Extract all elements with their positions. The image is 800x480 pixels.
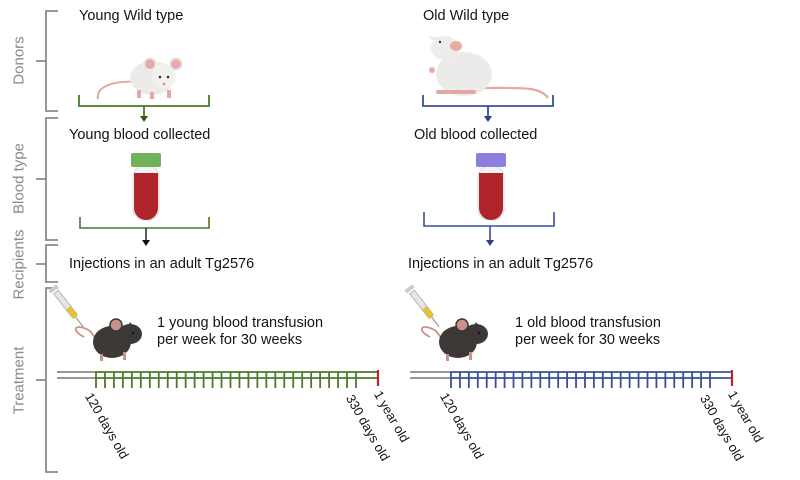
old-donor-bracket: [422, 95, 554, 117]
white-mouse-icon: [96, 57, 183, 100]
bracket-treatment: [36, 287, 58, 473]
old-donor-title: Old Wild type: [423, 8, 510, 24]
young-arrow-2: [142, 240, 150, 246]
blood-tube-icon-old: [476, 153, 506, 221]
label-recipients: Recipients: [10, 229, 28, 300]
label-treatment: Treatment: [10, 346, 28, 415]
bracket-recipients: [36, 244, 58, 283]
old-blood-title: Old blood collected: [414, 127, 538, 143]
syringe-icon-young: [48, 284, 84, 327]
black-mouse-icon-old: [420, 318, 488, 361]
old-blood-bracket: [423, 212, 555, 241]
young-treatment-line2: per week for 30 weeks: [157, 332, 303, 348]
young-arrow-1: [140, 116, 148, 122]
white-rat-sitting-icon: [428, 36, 549, 99]
old-treatment-description: 1 old blood transfusion per week for 30 …: [515, 315, 661, 349]
young-treatment-line1: 1 young blood transfusion: [157, 315, 324, 331]
syringe-icon-old: [404, 284, 440, 327]
old-injection-ticks: [450, 372, 711, 388]
young-timeline: [57, 370, 380, 388]
old-recipient-title: Injections in an adult Tg2576: [408, 256, 594, 272]
label-donors: Donors: [10, 36, 28, 85]
old-timeline: [410, 370, 734, 388]
black-mouse-icon-young: [74, 318, 142, 361]
old-arrow-2: [486, 240, 494, 246]
young-donor-bracket: [78, 95, 210, 117]
blood-tube-icon-young: [131, 153, 161, 221]
young-recipient-title: Injections in an adult Tg2576: [69, 256, 255, 272]
label-blood-type: Blood type: [10, 143, 28, 214]
bracket-donors: [36, 10, 58, 112]
young-injection-ticks: [95, 372, 357, 388]
old-treatment-line2: per week for 30 weeks: [515, 332, 661, 348]
old-treatment-line1: 1 old blood transfusion: [515, 315, 661, 331]
young-blood-bracket: [79, 217, 210, 241]
young-treatment-description: 1 young blood transfusion per week for 3…: [157, 315, 323, 349]
stage-brackets: [36, 10, 58, 473]
bracket-blood-type: [36, 117, 58, 241]
young-blood-title: Young blood collected: [69, 127, 211, 143]
old-arrow-1: [484, 116, 492, 122]
young-donor-title: Young Wild type: [79, 8, 184, 24]
